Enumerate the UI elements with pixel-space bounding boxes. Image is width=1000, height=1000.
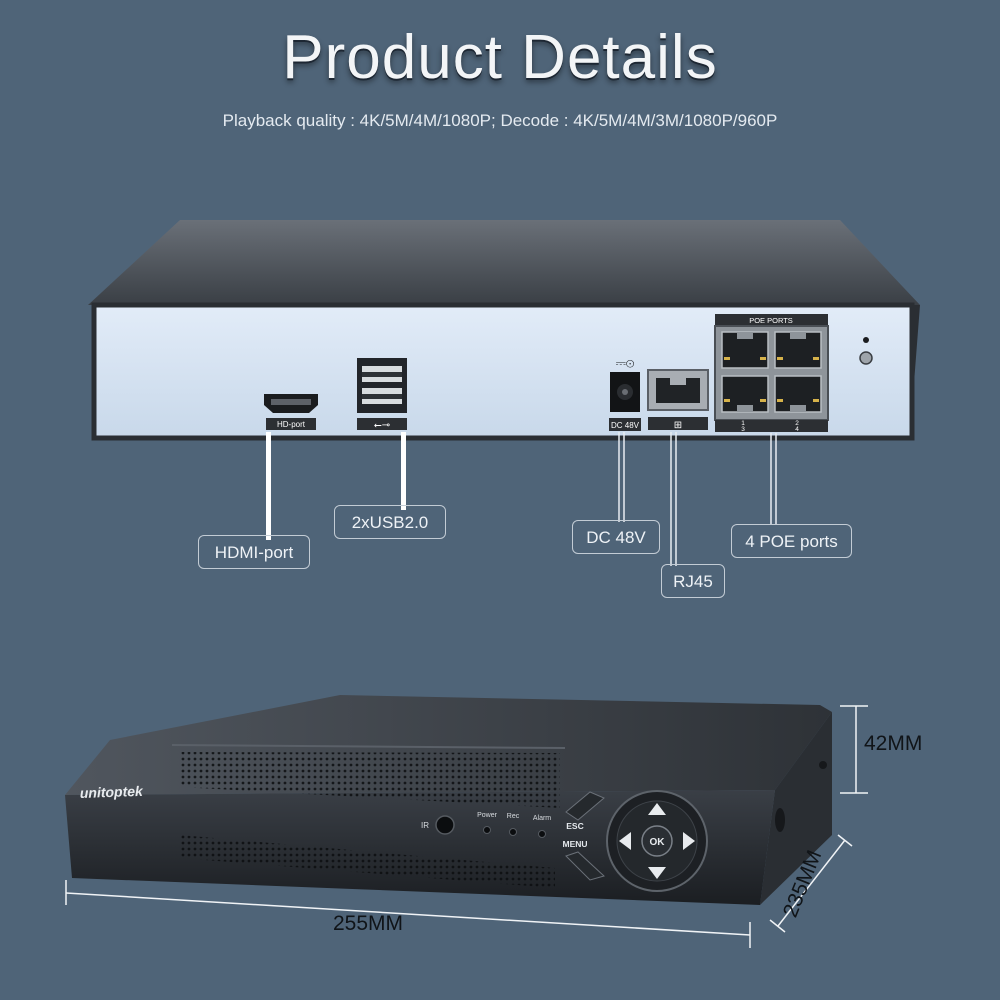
rear-case-top (88, 220, 920, 305)
ok-label: OK (650, 837, 666, 848)
dc-callout: DC 48V (572, 520, 660, 554)
usb-ports: ⭠⊸ (357, 358, 407, 431)
power-led-label: Power (477, 812, 498, 819)
dc-symbol-icon: ⎓⊙ (616, 355, 635, 370)
hdmi-port: HD-port (264, 394, 318, 430)
brand-logo: unitoptek (80, 783, 145, 801)
callout-lines (266, 432, 777, 566)
panel-accent-line (171, 744, 566, 749)
navigation-pad[interactable]: OK (606, 790, 708, 892)
menu-label: MENU (562, 839, 587, 849)
esc-label: ESC (566, 821, 583, 831)
hd-port-label: HD-port (277, 420, 306, 429)
rec-led (509, 828, 517, 836)
ir-label: IR (421, 821, 429, 830)
arrow-down-icon[interactable] (648, 867, 666, 879)
ground-screw-icon (859, 351, 873, 365)
arrow-up-icon[interactable] (648, 803, 666, 815)
rj45-callout: RJ45 (661, 564, 725, 598)
front-device: unitoptek IR Power Rec Alarm ESC MENU OK (65, 695, 832, 905)
menu-key[interactable] (565, 851, 605, 881)
network-symbol-icon: ⊞ (674, 420, 682, 431)
poe-num-2: 2 (795, 420, 799, 427)
side-vent-icon (819, 761, 827, 769)
hdmi-callout: HDMI-port (198, 535, 310, 569)
front-case-right-side (760, 712, 832, 905)
dimension-lines (65, 705, 868, 948)
poe-num-1: 1 (741, 420, 745, 427)
poe-header-label: POE PORTS (749, 316, 793, 325)
esc-key[interactable] (565, 791, 605, 821)
rj45-port: ⊞ (647, 369, 709, 431)
poe-num-4: 4 (795, 426, 799, 433)
dc-jack: ⎓⊙ DC 48V (609, 355, 641, 431)
side-vent-icon (775, 808, 785, 832)
alarm-led (538, 830, 546, 838)
width-dimension: 255MM (333, 912, 404, 935)
page-subtitle: Playback quality : 4K/5M/4M/1080P; Decod… (222, 111, 778, 130)
poe-callout: 4 POE ports (731, 524, 852, 558)
ok-button[interactable] (641, 825, 673, 857)
poe-ports: POE PORTS 2 3 4 (714, 314, 829, 433)
page-title: Product Details (282, 23, 718, 92)
usb-symbol-icon: ⭠⊸ (374, 420, 390, 431)
vent-grill-top (180, 752, 560, 808)
rear-device: HD-port ⭠⊸ ⎓⊙ DC 48V ⊞ (88, 220, 920, 566)
arrow-right-icon[interactable] (683, 832, 695, 850)
power-led (483, 826, 491, 834)
alarm-led-label: Alarm (533, 815, 551, 822)
vent-grill-bottom (180, 835, 555, 888)
reset-hole-icon (863, 337, 869, 343)
rec-led-label: Rec (507, 813, 520, 820)
dc-48v-label: DC 48V (611, 421, 640, 430)
usb-callout: 2xUSB2.0 (334, 505, 446, 539)
ir-sensor (435, 815, 455, 835)
height-dimension: 42MM (864, 732, 923, 755)
poe-num-3: 3 (741, 426, 745, 433)
arrow-left-icon[interactable] (619, 832, 631, 850)
